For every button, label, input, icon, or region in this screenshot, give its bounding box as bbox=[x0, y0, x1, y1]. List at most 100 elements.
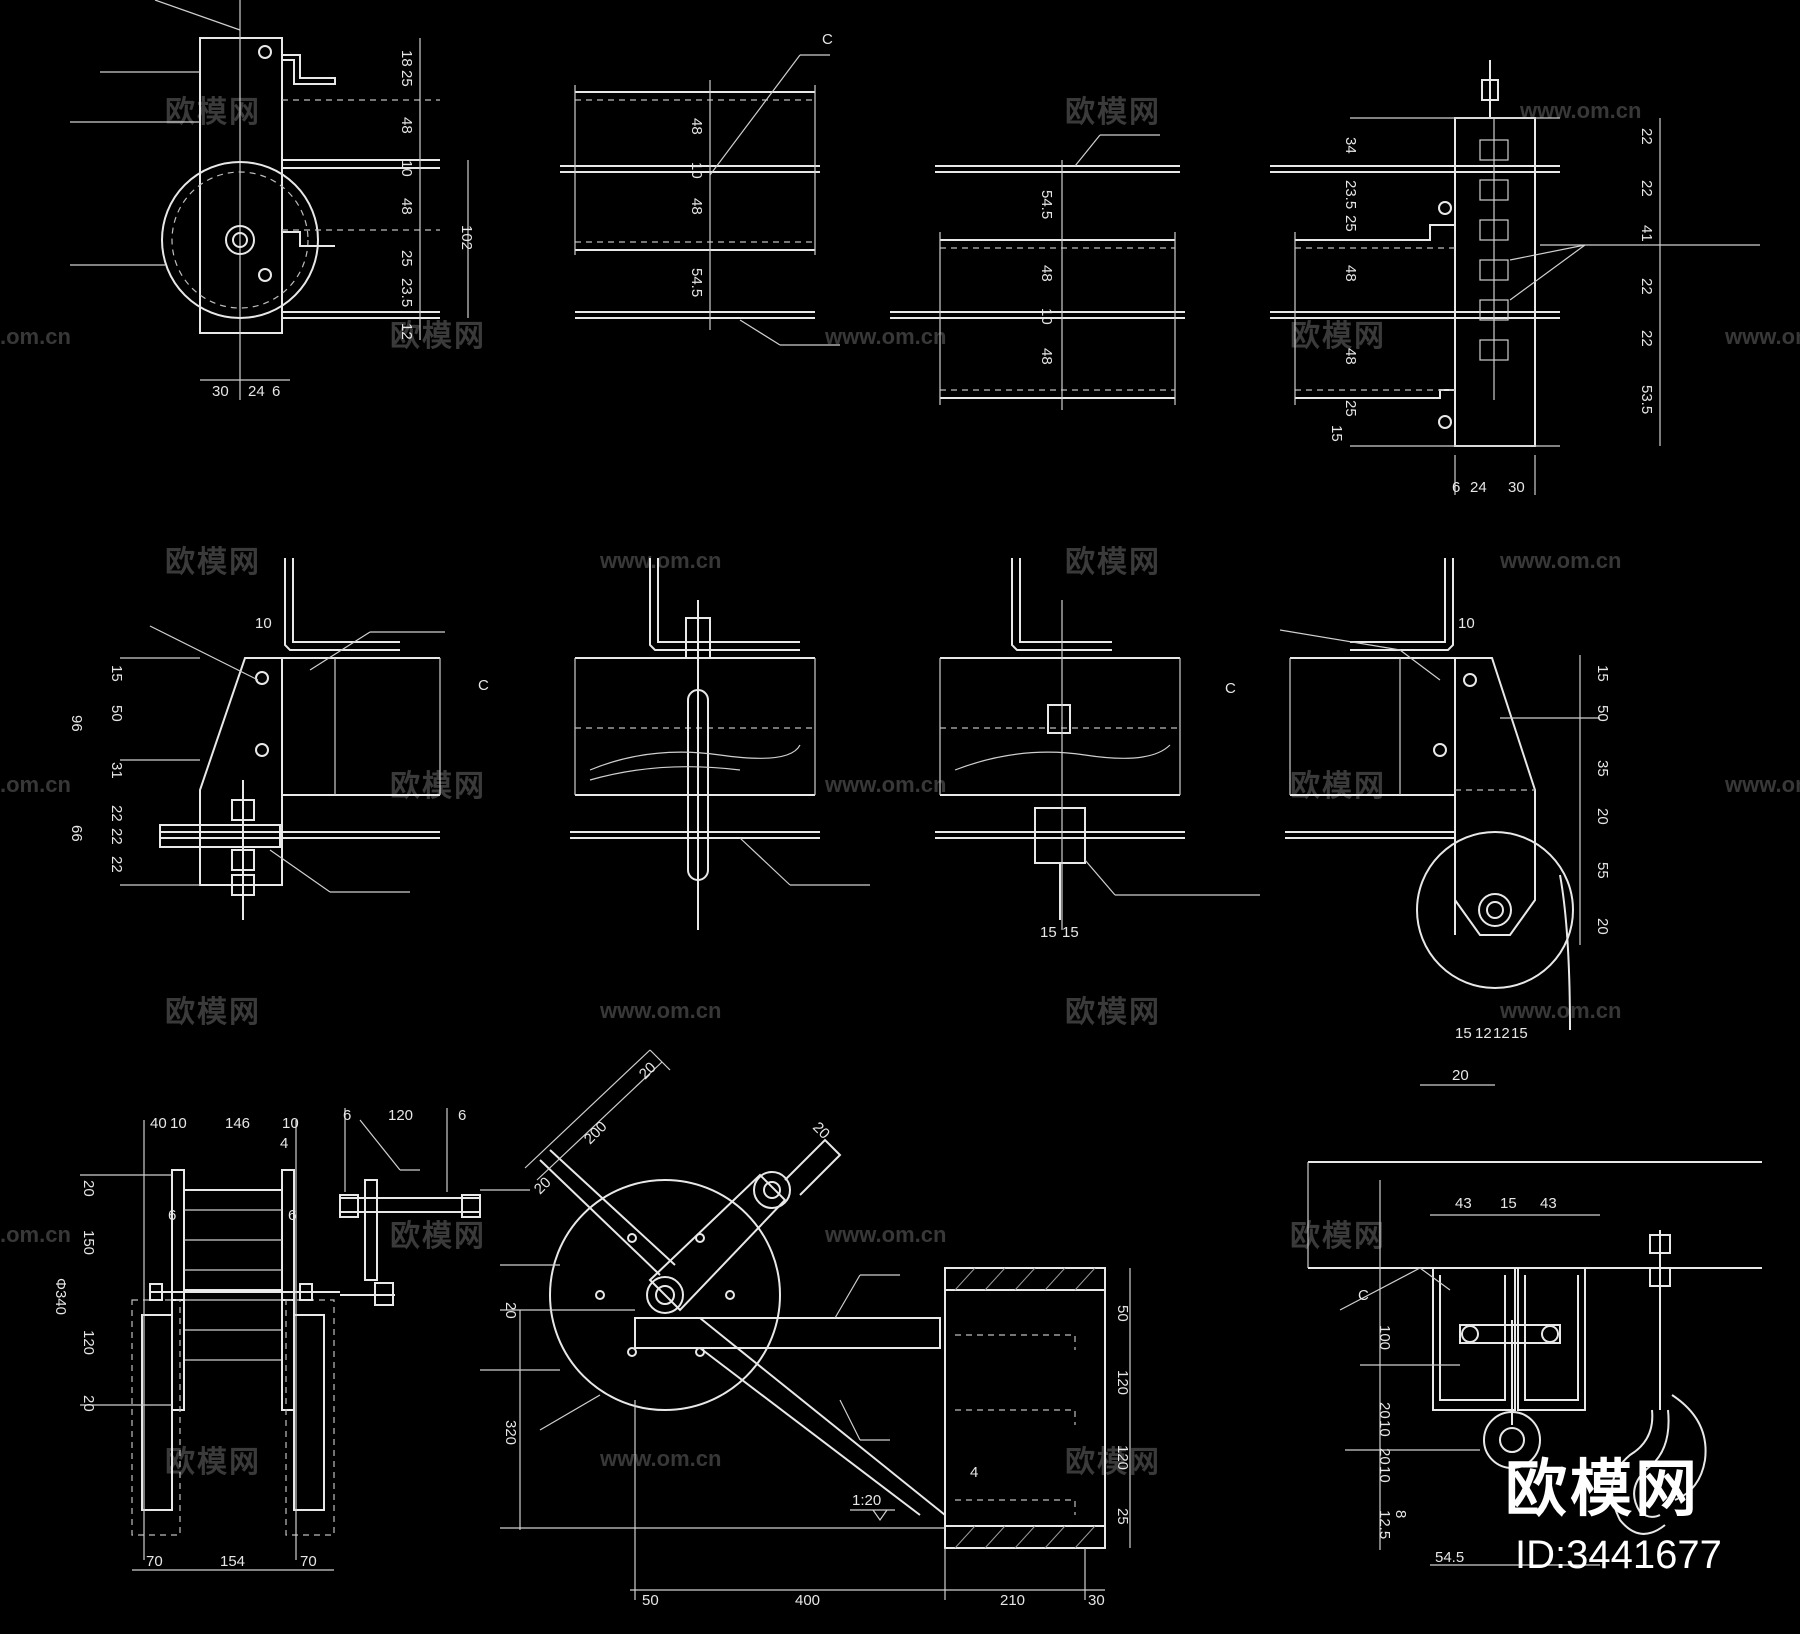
dim-label: 25 bbox=[1342, 400, 1359, 417]
watermark-url: www.om.cn bbox=[1519, 98, 1641, 123]
dim-label: 48 bbox=[1038, 348, 1055, 365]
drawing-channel-front-view: C 48 10 48 54.5 bbox=[560, 31, 840, 346]
brand-id: ID:3441677 bbox=[1515, 1533, 1722, 1577]
watermark-text: 欧模网 bbox=[1065, 996, 1161, 1029]
bolt-stack bbox=[1479, 118, 1509, 400]
watermark-url: www.om.cn bbox=[824, 324, 946, 349]
dim-label: 10 bbox=[398, 160, 415, 177]
watermark-url: .om.cn bbox=[0, 1222, 71, 1247]
watermark-url: www.om.cn bbox=[599, 548, 721, 573]
dim-label: 48 bbox=[688, 198, 705, 215]
watermark-text: 欧模网 bbox=[1065, 546, 1161, 579]
watermark-url: www.om.cn bbox=[1724, 772, 1800, 797]
dim-label: 30 bbox=[212, 383, 229, 400]
watermark-text: 欧模网 bbox=[390, 1220, 486, 1253]
dim-label: 22 bbox=[108, 856, 125, 873]
watermark-url: www.om.cn bbox=[1499, 998, 1621, 1023]
dim-label: 15 bbox=[1455, 1025, 1472, 1042]
dim-label: 22 bbox=[108, 805, 125, 822]
dim-label: 30 bbox=[1508, 479, 1525, 496]
watermark-text: 欧模网 bbox=[390, 770, 486, 803]
dim-label: 22 bbox=[108, 828, 125, 845]
dim-label: 154 bbox=[220, 1553, 245, 1570]
dim-label: 24 bbox=[248, 383, 265, 400]
drawing-block-clamp-view: 15 15 bbox=[935, 558, 1260, 941]
drawing-winch-crank-wall-anchor: 200 20 20 20 20 320 1:20 4 50 120 120 25… bbox=[480, 1049, 1131, 1609]
dim-label: 15 bbox=[1511, 1025, 1528, 1042]
dim-label: 100 bbox=[1376, 1325, 1393, 1350]
dim-label: 40 bbox=[150, 1115, 167, 1132]
dim-label: 70 bbox=[300, 1553, 317, 1570]
dim-label: 18 bbox=[398, 50, 415, 67]
dim-label: 6 bbox=[458, 1107, 466, 1124]
watermark-text: 欧模网 bbox=[165, 1446, 261, 1479]
dim-label: 120 bbox=[80, 1330, 97, 1355]
drawing-channel-clamp-hook: C 43 15 43 100 20 10 20 10 12.5 8 54.5 bbox=[1307, 1161, 1762, 1566]
dim-label: 15 bbox=[1040, 924, 1057, 941]
dim-label: 22 bbox=[1638, 128, 1655, 145]
dim-label: 6 bbox=[168, 1207, 176, 1224]
dim-label: 25 bbox=[1342, 215, 1359, 232]
watermark-text: 欧模网 bbox=[165, 996, 261, 1029]
dim-label: 15 bbox=[1328, 425, 1345, 442]
dim-label: 120 bbox=[388, 1107, 413, 1124]
dim-label: 10 bbox=[1376, 1420, 1393, 1437]
dim-label: 48 bbox=[398, 198, 415, 215]
drawing-channel-top-view: 54.5 48 10 48 bbox=[890, 134, 1185, 410]
dim-label: 120 bbox=[1114, 1445, 1131, 1470]
dim-label: 20 bbox=[1594, 918, 1611, 935]
dim-label: 53.5 bbox=[1638, 385, 1655, 414]
dim-label: 15 bbox=[1500, 1195, 1517, 1212]
wall-hatch bbox=[954, 1267, 1096, 1549]
dim-label: 25 bbox=[398, 250, 415, 267]
watermark-text: 欧模网 bbox=[165, 546, 261, 579]
dim-label: 320 bbox=[502, 1420, 519, 1445]
dim-label: 20 bbox=[80, 1180, 97, 1197]
dim-label: 22 bbox=[1638, 278, 1655, 295]
watermark-text: 欧模网 bbox=[1065, 96, 1161, 129]
dim-label: 54.5 bbox=[1435, 1549, 1464, 1566]
watermark-text: 欧模网 bbox=[1065, 1446, 1161, 1479]
brand-logo-text: 欧模网 bbox=[1505, 1455, 1700, 1524]
dim-label: 4 bbox=[970, 1464, 978, 1481]
drawing-angle-bracket-left: C 10 15 50 31 22 22 22 96 66 bbox=[68, 558, 489, 920]
dim-label: 48 bbox=[1342, 348, 1359, 365]
dim-label: 210 bbox=[1000, 1592, 1025, 1609]
dim-label: 12 bbox=[1475, 1025, 1492, 1042]
dim-label: 54.5 bbox=[688, 268, 705, 297]
dim-label: 6 bbox=[1452, 479, 1460, 496]
slope-label: 1:20 bbox=[852, 1492, 881, 1509]
dim-label: 48 bbox=[688, 118, 705, 135]
dim-label: 34 bbox=[1342, 137, 1359, 154]
dim-label: 150 bbox=[80, 1230, 97, 1255]
watermark-url: www.om.cn bbox=[1724, 324, 1800, 349]
dim-label: 15 bbox=[108, 665, 125, 682]
brand-overlay: 欧模网 ID:3441677 bbox=[1505, 1455, 1722, 1577]
watermark-text: 欧模网 bbox=[1290, 320, 1386, 353]
watermark-layer: 欧模网 欧模网 欧模网 欧模网 欧模网 欧模网 欧模网 欧模网 欧模网 欧模网 … bbox=[0, 96, 1800, 1479]
dim-label: 20 bbox=[502, 1302, 519, 1319]
watermark-url: www.om.cn bbox=[824, 772, 946, 797]
watermark-url: www.om.cn bbox=[1499, 548, 1621, 573]
dim-label: 400 bbox=[795, 1592, 820, 1609]
dim-label: 12.5 bbox=[1376, 1510, 1393, 1539]
dim-label: 24 bbox=[1470, 479, 1487, 496]
watermark-text: 欧模网 bbox=[390, 320, 486, 353]
label-c: C bbox=[478, 677, 489, 694]
dim-label: 6 bbox=[288, 1207, 296, 1224]
dim-label: 15 bbox=[1062, 924, 1079, 941]
dim-label: 70 bbox=[146, 1553, 163, 1570]
dim-label: 25 bbox=[1114, 1508, 1131, 1525]
label-c: C bbox=[1225, 680, 1236, 697]
dim-label: 55 bbox=[1594, 862, 1611, 879]
dim-label: 30 bbox=[1088, 1592, 1105, 1609]
dim-label: 10 bbox=[1038, 308, 1055, 325]
dim-label: 10 bbox=[282, 1115, 299, 1132]
watermark-url: www.om.cn bbox=[824, 1222, 946, 1247]
dim-label: 43 bbox=[1455, 1195, 1472, 1212]
dim-label: 50 bbox=[642, 1592, 659, 1609]
dim-label: 23.5 bbox=[398, 278, 415, 307]
drawing-winch-drum-elevation: 40 10 146 10 4 6 120 6 6 6 20 150 120 20… bbox=[52, 1107, 530, 1571]
watermark-text: 欧模网 bbox=[1290, 770, 1386, 803]
